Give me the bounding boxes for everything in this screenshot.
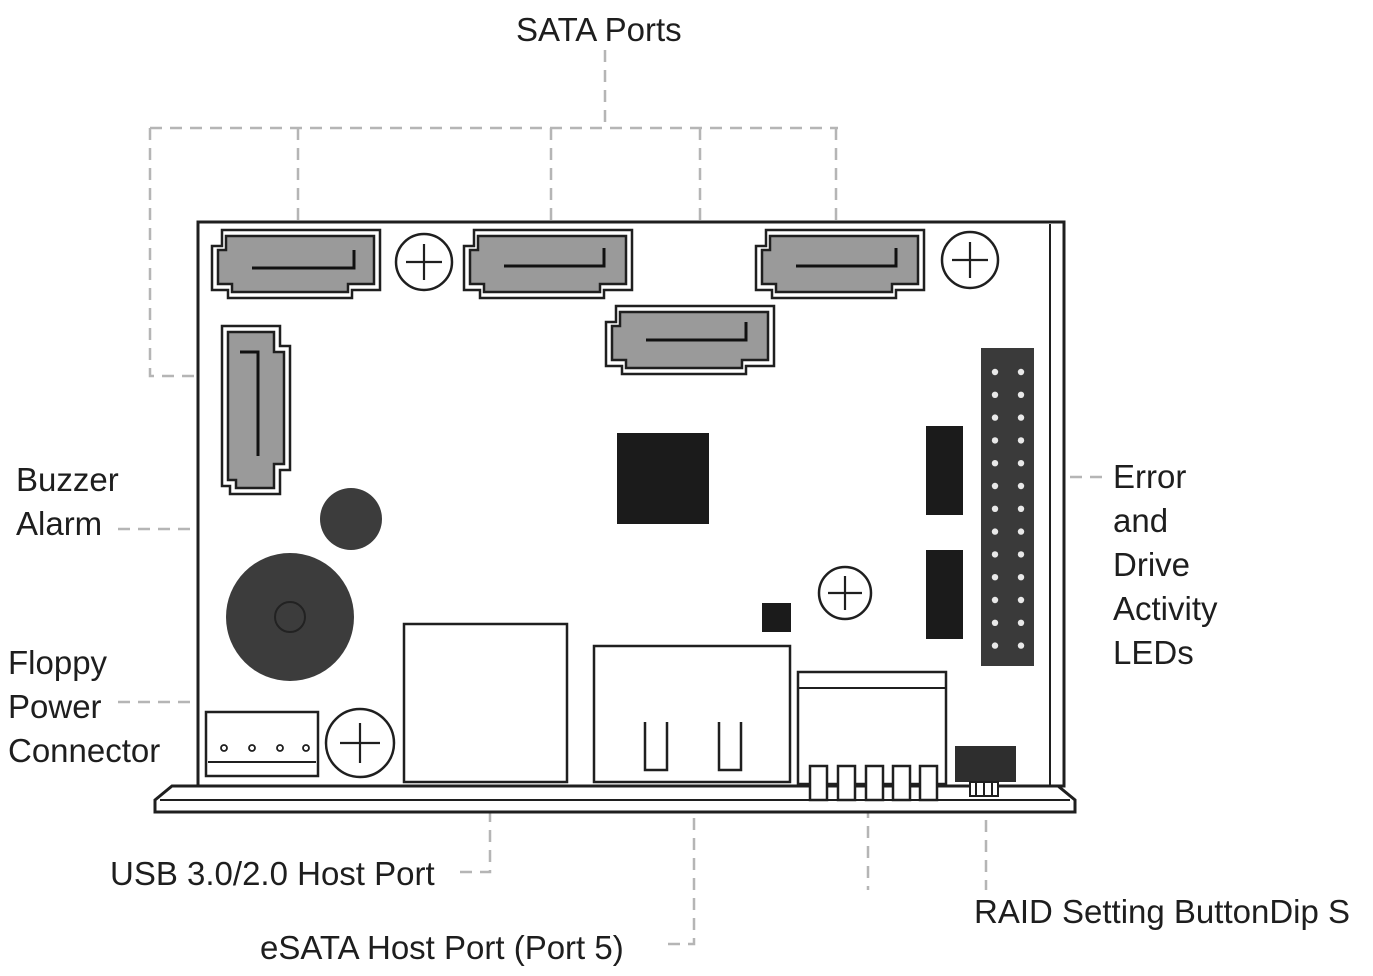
- buzzer-center: [274, 601, 306, 633]
- led-header-pin: [991, 482, 999, 490]
- led-block-upper: [926, 426, 963, 515]
- led-header-pin: [991, 391, 999, 398]
- led-header-pin: [991, 460, 999, 467]
- led-header-pin: [1017, 460, 1025, 467]
- esata-port: [592, 644, 792, 784]
- led-header-pin: [991, 551, 999, 558]
- label-floppy-power-connector: Floppy Power Connector: [8, 641, 160, 773]
- led-header-pin: [1017, 551, 1025, 558]
- label-sata-ports: SATA Ports: [516, 11, 682, 48]
- label-error-drive-leds: Error and Drive Activity LEDs: [1113, 455, 1218, 675]
- led-header-pin: [991, 642, 999, 649]
- label-buzzer-alarm: Buzzer Alarm: [16, 458, 119, 546]
- label-leds-line-3: Drive: [1113, 546, 1191, 583]
- label-floppy-line-2: Power: [8, 688, 102, 725]
- label-leds-line-2: and: [1113, 502, 1169, 539]
- controller-chip: [617, 433, 709, 524]
- leader-buzzer: [118, 527, 254, 560]
- buzzer-large: [226, 553, 354, 681]
- buzzer-small: [320, 488, 382, 550]
- led-header: [981, 348, 1034, 666]
- leader-lines: [118, 50, 1110, 946]
- led-header-pin: [1017, 482, 1025, 490]
- led-header-pin: [991, 368, 999, 376]
- label-leds-line-1: Error: [1113, 458, 1187, 495]
- led-header-pin: [1017, 596, 1025, 604]
- leader-esata: [668, 786, 696, 946]
- floppy-power-connector: [204, 710, 320, 778]
- usb-port: [402, 622, 569, 784]
- leader-usb: [460, 786, 492, 874]
- dip-switch: [796, 670, 948, 802]
- led-header-pin: [991, 619, 999, 626]
- label-leds-line-4: Activity: [1113, 590, 1218, 627]
- chips: [617, 426, 963, 639]
- led-header-pin: [1017, 574, 1025, 581]
- label-buzzer-line-1: Buzzer: [16, 461, 119, 498]
- label-leds-line-5: LEDs: [1113, 634, 1194, 671]
- buzzer: [226, 488, 382, 681]
- led-header-pin: [991, 574, 999, 581]
- led-header-pin: [991, 528, 999, 535]
- label-esata-host-port: eSATA Host Port (Port 5): [260, 929, 624, 966]
- label-usb-host-port: USB 3.0/2.0 Host Port: [110, 855, 435, 892]
- sata-port-vertical: [220, 324, 292, 496]
- screw-3: [817, 565, 873, 621]
- label-buzzer-line-2: Alarm: [16, 505, 103, 542]
- led-header-pin: [1017, 528, 1025, 535]
- screw-1: [394, 232, 454, 292]
- led-header-pin: [1017, 368, 1025, 376]
- led-header-pin: [1017, 642, 1025, 649]
- led-header-pin: [991, 596, 999, 604]
- led-header-pin: [1017, 437, 1025, 444]
- raid-button: [955, 746, 1016, 797]
- led-header-pin: [991, 437, 999, 444]
- led-header-pin: [1017, 619, 1025, 626]
- label-raid-setting: RAID Setting ButtonDip S: [974, 893, 1351, 930]
- sata-port-1: [210, 228, 382, 300]
- screw-4: [324, 707, 396, 779]
- sata-port-2: [462, 228, 634, 300]
- leader-sata-left: [148, 128, 222, 378]
- led-header-pin: [1017, 505, 1025, 512]
- led-header-pin: [991, 505, 999, 512]
- label-floppy-line-1: Floppy: [8, 644, 108, 681]
- sata-port-3: [754, 228, 926, 300]
- screws: [324, 230, 1000, 779]
- led-block-lower: [926, 550, 963, 639]
- led-header-pin: [1017, 414, 1025, 421]
- sata-connectors: [210, 228, 926, 496]
- screw-2: [940, 230, 1000, 290]
- led-header-pin: [1017, 391, 1025, 398]
- small-chip: [762, 603, 791, 632]
- label-floppy-line-3: Connector: [8, 732, 161, 769]
- led-header-pin: [991, 414, 999, 421]
- sata-port-4: [604, 304, 776, 376]
